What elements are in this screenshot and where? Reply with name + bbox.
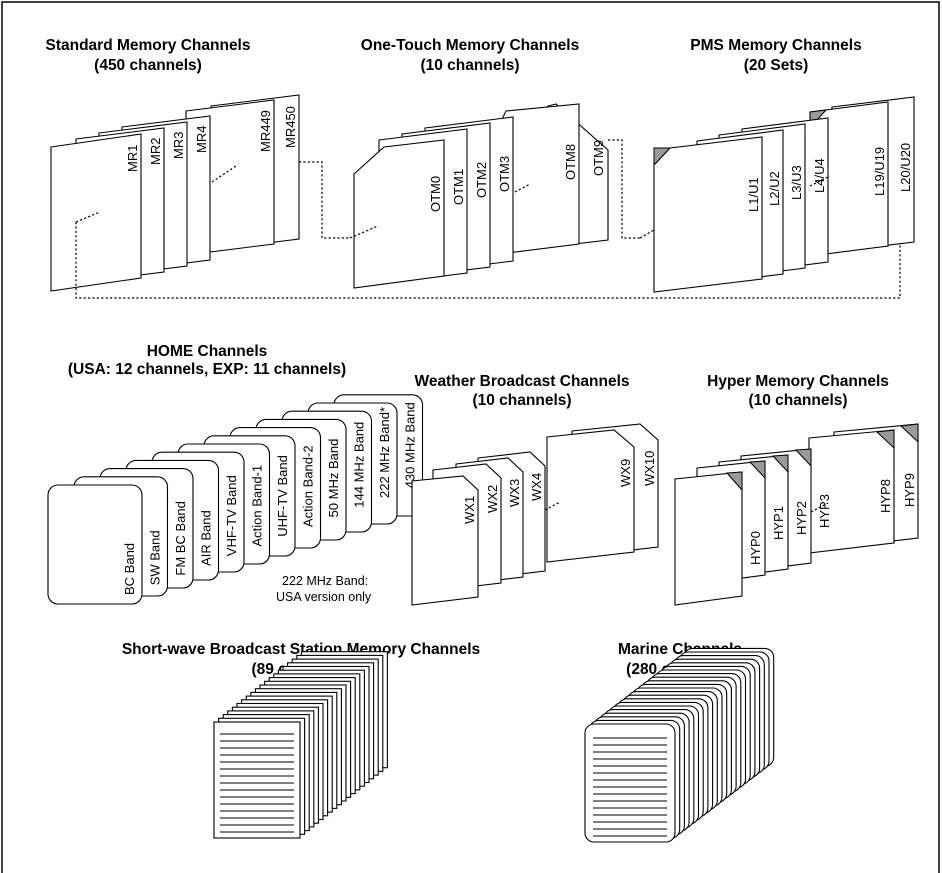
label-hyp9: HYP9 [902, 473, 917, 507]
label-wx3: WX3 [507, 479, 522, 507]
label-wx9: WX9 [618, 459, 633, 487]
home-subtitle: (USA: 12 channels, EXP: 11 channels) [68, 361, 346, 378]
standard-title: Standard Memory Channels [46, 37, 251, 54]
ellipsis-dots [514, 183, 531, 193]
home-card-label: 144 MHz Band [352, 422, 367, 508]
home-card-label: BC Band [122, 543, 137, 595]
card-otm0 [353, 139, 445, 289]
home-card-label: 222 MHz Band* [377, 407, 392, 498]
marine-page [584, 723, 676, 843]
pms-subtitle: (20 Sets) [744, 57, 809, 74]
label-wx4: WX4 [529, 473, 544, 501]
label-otm0: OTM0 [428, 176, 443, 212]
corner-fold [653, 147, 672, 167]
label-mr1: MR1 [125, 145, 140, 172]
link-dots [639, 229, 655, 239]
label-wx10: WX10 [642, 451, 657, 486]
label-hyp1: HYP1 [771, 506, 786, 540]
home-card-label: AIR Band [199, 510, 214, 566]
label-l1: L1/U1 [746, 177, 761, 212]
card-wx1 [411, 475, 479, 606]
onetouch-subtitle: (10 channels) [420, 57, 519, 74]
home-card [47, 484, 143, 605]
pms-title: PMS Memory Channels [690, 37, 861, 54]
corner-fold [725, 471, 743, 492]
label-l2: L2/U2 [767, 171, 782, 206]
home-card-label: UHF-TV Band [275, 455, 290, 537]
label-l4: L4/U4 [812, 158, 827, 193]
label-mr449: MR449 [258, 110, 273, 152]
label-otm8: OTM8 [563, 144, 578, 180]
hyper-stack: HYP0 HYP1 HYP2 HYP3 HYP8 HYP9 [674, 423, 919, 606]
home-title: HOME Channels [147, 343, 268, 360]
home-card-label: 50 MHz Band [326, 439, 341, 518]
shortwave-page [213, 721, 301, 839]
marine-stack [584, 647, 775, 843]
corner-fold [899, 423, 919, 444]
home-card-label: FM BC Band [173, 501, 188, 575]
label-otm9: OTM9 [591, 140, 606, 176]
home-card-label: VHF-TV Band [224, 475, 239, 556]
card-mr1 [50, 133, 142, 292]
standard-subtitle: (450 channels) [94, 57, 202, 74]
label-otm3: OTM3 [497, 156, 512, 192]
label-wx1: WX1 [462, 496, 477, 524]
card-l1 [653, 136, 763, 293]
weather-title: Weather Broadcast Channels [414, 373, 629, 390]
label-mr2: MR2 [148, 138, 163, 165]
ellipsis-dots [810, 502, 829, 513]
card-hyp0 [674, 471, 743, 606]
label-hyp0: HYP0 [748, 531, 763, 565]
label-wx2: WX2 [485, 485, 500, 513]
corner-fold [875, 429, 895, 450]
home-card-label: Action Band-1 [250, 465, 265, 547]
weather-stack: WX1 WX2 WX3 WX4 WX9 WX10 [411, 423, 659, 606]
onetouch-title: One-Touch Memory Channels [361, 37, 579, 54]
label-mr450: MR450 [283, 106, 298, 148]
home-note-line2: USA version only [276, 590, 372, 604]
label-hyp3: HYP3 [817, 494, 832, 528]
hyper-subtitle: (10 channels) [748, 392, 847, 409]
label-hyp2: HYP2 [794, 501, 809, 535]
label-l20: L20/U20 [898, 143, 913, 192]
standard-stack: MR1 MR2 MR3 MR4 MR449 MR450 [50, 94, 901, 299]
home-card-label: SW Band [148, 530, 163, 585]
ellipsis-dots [809, 175, 831, 187]
ellipsis-dots [211, 165, 237, 183]
ellipsis-dots [544, 501, 561, 511]
chain-line [299, 161, 350, 239]
label-otm2: OTM2 [474, 162, 489, 198]
label-mr4: MR4 [194, 126, 209, 153]
corner-fold [794, 448, 812, 468]
corner-fold [748, 460, 766, 480]
link-dots [349, 225, 379, 239]
label-hyp8: HYP8 [878, 479, 893, 513]
label-mr3: MR3 [171, 132, 186, 159]
card-wx9 [546, 429, 635, 563]
label-l19: L19/U19 [872, 147, 887, 196]
pms-stack: L1/U1 L2/U2 L3/U3 L4/U4 L19/U19 L20/U20 [639, 96, 915, 293]
home-card-label: Action Band-2 [301, 445, 316, 527]
weather-subtitle: (10 channels) [472, 392, 571, 409]
label-otm1: OTM1 [451, 169, 466, 205]
corner-fold [771, 454, 789, 474]
shortwave-stack [213, 651, 388, 839]
home-card-label: 430 MHz Band [403, 402, 418, 488]
shortwave-title: Short-wave Broadcast Station Memory Chan… [122, 641, 480, 658]
hyper-title: Hyper Memory Channels [707, 373, 889, 390]
label-l3: L3/U3 [789, 165, 804, 200]
onetouch-stack: OTM0 OTM1 OTM2 OTM3 OTM8 OTM9 [349, 103, 640, 289]
home-stack: 430 MHz Band 222 MHz Band* 144 MHz Band 50 … [47, 394, 424, 605]
home-note-line1: 222 MHz Band: [282, 574, 368, 588]
chain-line [608, 139, 640, 239]
